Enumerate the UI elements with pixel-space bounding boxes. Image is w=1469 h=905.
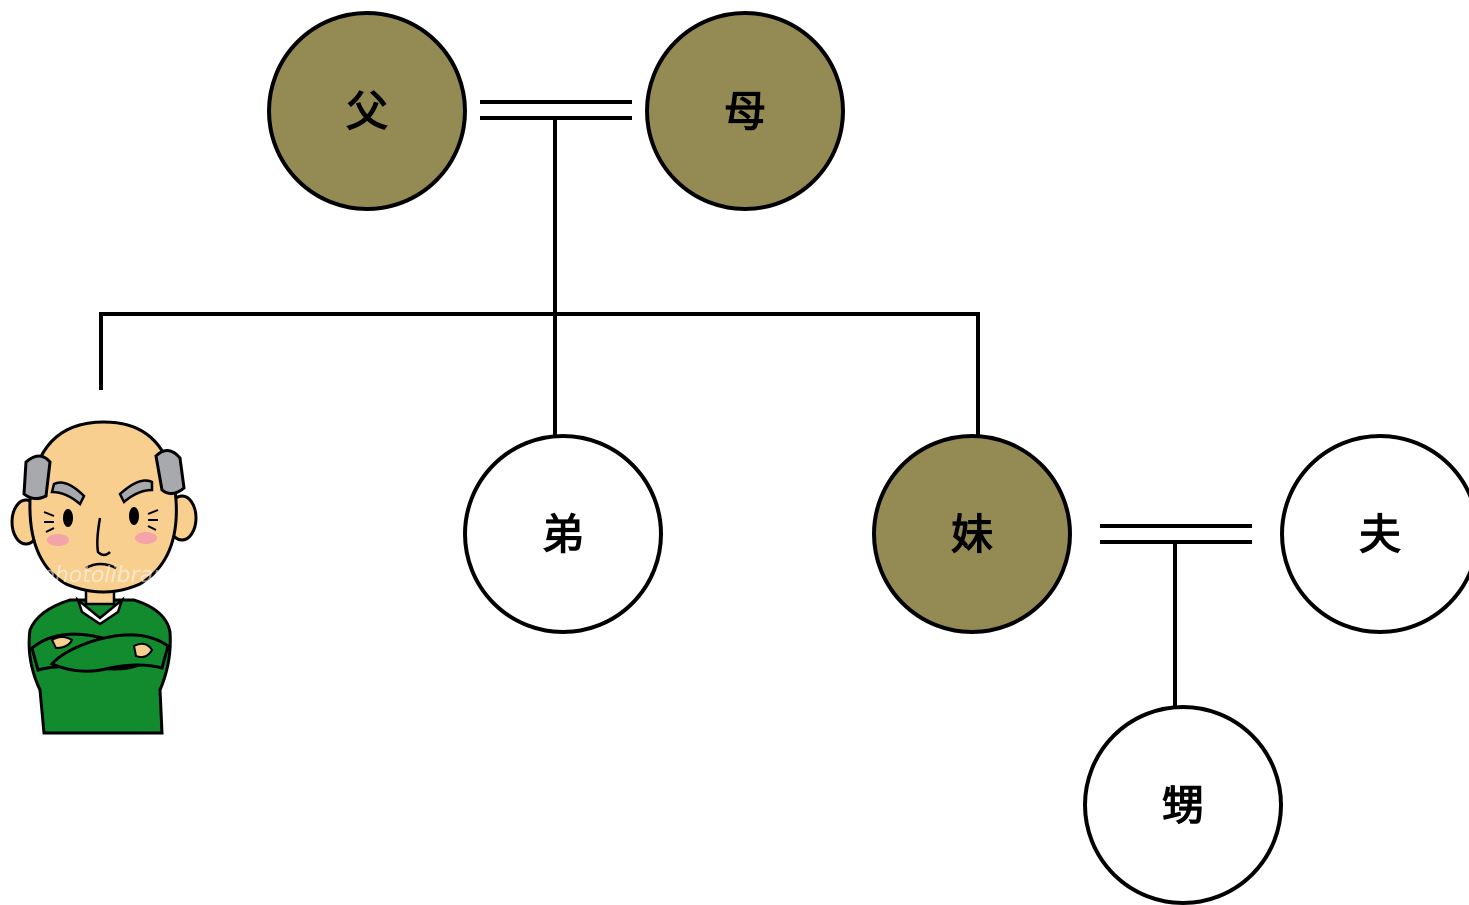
node-younger-sister: 妹 <box>872 434 1072 634</box>
right-wrinkles <box>147 509 159 531</box>
node-father-label: 父 <box>346 87 388 136</box>
node-younger-brother-circle <box>463 434 663 634</box>
left-eye <box>63 509 73 527</box>
left-hair-tuft <box>22 454 52 501</box>
node-husband: 夫 <box>1280 434 1469 634</box>
left-cheek <box>47 534 69 546</box>
right-eyebrow <box>118 479 154 504</box>
node-younger-brother: 弟 <box>463 434 663 634</box>
right-eye <box>129 507 139 525</box>
node-mother-circle <box>645 11 845 211</box>
node-younger-brother-label: 弟 <box>542 510 584 559</box>
right-cheek <box>135 532 157 544</box>
connector-lines <box>99 100 1252 708</box>
node-nephew: 甥 <box>1083 705 1283 905</box>
nose <box>96 517 111 557</box>
node-husband-circle <box>1280 434 1469 634</box>
node-husband-label: 夫 <box>1359 510 1402 559</box>
grumpy-old-man-icon: photolibrary <box>10 420 198 735</box>
mouth <box>85 562 117 570</box>
node-mother: 母 <box>645 11 845 211</box>
right-hair-tuft <box>154 449 186 495</box>
node-father-circle <box>267 11 467 211</box>
node-younger-sister-label: 妹 <box>951 510 993 559</box>
right-hand <box>132 642 154 659</box>
node-younger-sister-circle <box>872 434 1072 634</box>
node-mother-label: 母 <box>724 87 766 136</box>
watermark-text: photolibrary <box>40 563 176 588</box>
left-hand <box>50 636 74 650</box>
node-nephew-circle <box>1083 705 1283 905</box>
node-nephew-label: 甥 <box>1162 781 1204 830</box>
left-wrinkles <box>43 511 55 533</box>
shirt-collar <box>75 596 125 626</box>
left-eyebrow <box>50 481 86 506</box>
node-father: 父 <box>267 11 467 211</box>
